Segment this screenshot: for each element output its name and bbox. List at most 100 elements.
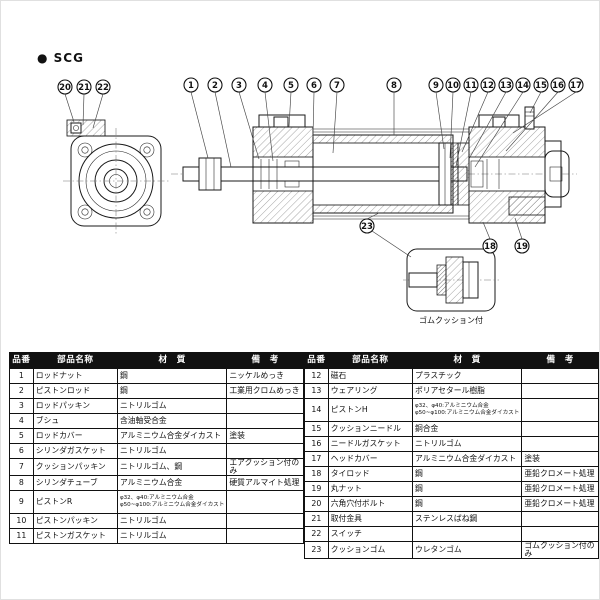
part-name: ピストンパッキン [32,513,118,530]
part-material: アルミニウム合金ダイカスト [116,428,228,444]
header-row: 品番部品名称材 質備 考 [9,352,304,369]
part-material: φ32、φ40:アルミニウム合金 φ50~φ100:アルミニウム合金ダイカスト [116,490,228,515]
part-material: 鋼 [116,383,228,399]
part-no: 18 [304,466,329,482]
callout-1: 1 [183,77,199,93]
svg-text:11: 11 [465,81,477,91]
part-material: 鋼 [411,466,523,482]
part-remarks [521,436,599,452]
callout-17: 17 [568,77,584,93]
part-material: ニトリルゴム [116,528,228,545]
part-name: ピストンR [32,490,118,515]
part-name: ニードルガスケット [327,436,413,452]
part-remarks [226,398,304,414]
part-remarks: 工業用クロムめっき [226,383,304,399]
part-name: ロッドパッキン [32,398,118,414]
part-no: 6 [9,443,34,459]
part-remarks: 塗装 [521,451,599,467]
part-name: クッションゴム [327,540,413,560]
part-material: ニトリルゴム [411,436,523,452]
part-name: ウェアリング [327,383,413,399]
svg-text:7: 7 [334,81,340,91]
part-material: ステンレスばね鋼 [411,511,523,527]
part-no: 4 [9,413,34,429]
header-row: 品番部品名称材 質備 考 [304,352,599,369]
part-remarks: 硬質アルマイト処理 [226,475,304,492]
part-no: 17 [304,451,329,467]
part-remarks [226,490,304,515]
part-remarks [521,398,599,422]
part-no: 12 [304,368,329,384]
svg-text:15: 15 [535,81,547,91]
part-name: クッションニードル [327,421,413,437]
svg-text:8: 8 [391,81,397,91]
part-no: 7 [9,457,34,477]
part-material: プラスチック [411,368,523,384]
part-material: ウレタンゴム [411,540,523,560]
detail-caption: ゴムクッション付 [419,315,483,325]
svg-text:12: 12 [482,81,494,91]
col-part-name: 部品名称 [32,352,118,369]
front-view [63,119,169,234]
part-remarks: エアクッション付のみ [226,457,304,477]
part-remarks [226,513,304,530]
svg-text:20: 20 [59,83,71,93]
part-name: ロッドカバー [32,428,118,444]
part-no: 1 [9,368,34,384]
part-material: 含油軸受合金 [116,413,228,429]
callout-6: 6 [306,77,322,93]
part-remarks [226,443,304,459]
svg-text:6: 6 [311,81,317,91]
col-remarks: 備 考 [226,352,304,369]
part-no: 3 [9,398,34,414]
part-no: 14 [304,398,329,422]
part-remarks: 亜鉛クロメート処理 [521,466,599,482]
part-no: 15 [304,421,329,437]
col-material: 材 質 [116,352,228,369]
part-no: 19 [304,481,329,497]
callout-4: 4 [257,77,273,93]
side-section-view [171,106,577,224]
cushion-detail-view: ゴムクッション付 [403,248,499,325]
part-remarks: 亜鉛クロメート処理 [521,481,599,497]
callout-3: 3 [231,77,247,93]
callout-22: 22 [95,79,111,95]
rod-end-bracket [508,140,570,216]
part-name: タイロッド [327,466,413,482]
callout-16: 16 [550,77,566,93]
part-material: ポリアセタール樹脂 [411,383,523,399]
part-material: ニトリルゴム [116,513,228,530]
cylinder-section-drawing: ゴムクッション付 [57,77,584,325]
col-material: 材 質 [411,352,523,369]
col-remarks: 備 考 [521,352,599,369]
svg-text:9: 9 [433,81,439,91]
svg-text:10: 10 [447,81,459,91]
part-no: 16 [304,436,329,452]
svg-text:5: 5 [288,81,294,91]
part-no: 11 [9,528,34,545]
part-remarks [226,528,304,545]
part-material: アルミニウム合金ダイカスト [411,451,523,467]
svg-text:16: 16 [552,81,564,91]
part-name: ブシュ [32,413,118,429]
part-name: シリンダガスケット [32,443,118,459]
